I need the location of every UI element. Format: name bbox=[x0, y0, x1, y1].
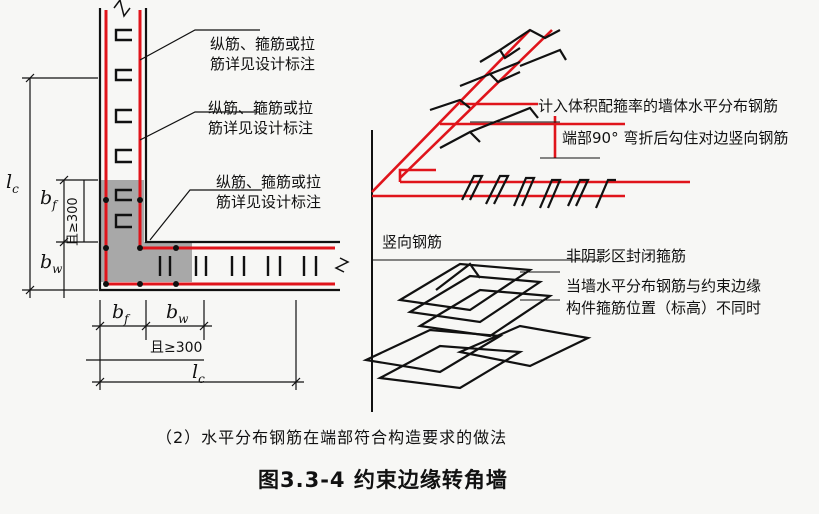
label-closed-stirrup: 非阴影区封闭箍筋 bbox=[566, 247, 687, 265]
note-2-line2: 筋详见设计标注 bbox=[208, 119, 314, 137]
label-note-line1: 当墙水平分布钢筋与约束边缘 bbox=[566, 277, 762, 295]
label-vertical-rebar: 竖向钢筋 bbox=[382, 233, 443, 251]
stirrups-vertical bbox=[114, 28, 132, 229]
label-wall-horizontal-bars: 计入体积配箍率的墙体水平分布钢筋 bbox=[538, 96, 779, 116]
closed-stirrups bbox=[362, 262, 592, 390]
dim-lc-horizontal: lc bbox=[192, 361, 205, 386]
corner-wall-plan bbox=[98, 0, 350, 292]
break-mark-top bbox=[113, 0, 131, 18]
wall-outline-outer bbox=[98, 8, 340, 292]
note-2-line1: 纵筋、箍筋或拉 bbox=[208, 99, 314, 117]
longitudinal-bars bbox=[103, 197, 179, 287]
leader-lines-right bbox=[470, 121, 600, 301]
wall-outline-inner bbox=[144, 8, 340, 244]
dim-min300-vertical: 且≥300 bbox=[66, 197, 81, 246]
stirrups-horizontal bbox=[158, 256, 318, 276]
label-note-line2: 构件箍筋位置（标高）不同时 bbox=[566, 299, 762, 317]
dim-min300-horizontal: 且≥300 bbox=[150, 340, 203, 356]
dim-bf-horizontal: bf bbox=[112, 301, 129, 326]
dim-lc-vertical: lc bbox=[6, 171, 19, 196]
leader-lines-left bbox=[139, 29, 262, 241]
label-end-hook: 端部90° 弯折后勾住对边竖向钢筋 bbox=[562, 128, 789, 148]
dim-bf-vertical: bf bbox=[40, 187, 57, 212]
figure-title: 图3.3-4 约束边缘转角墙 bbox=[258, 468, 508, 492]
lower-tie-hooks bbox=[461, 174, 616, 209]
note-1-line2: 筋详见设计标注 bbox=[210, 55, 316, 73]
isometric-view bbox=[362, 28, 690, 412]
dim-bw-horizontal: bw bbox=[166, 301, 189, 326]
dimension-lines bbox=[22, 73, 304, 390]
figure-subtitle: （2）水平分布钢筋在端部符合构造要求的做法 bbox=[156, 428, 508, 447]
break-mark-right bbox=[334, 257, 350, 273]
note-1-line1: 纵筋、箍筋或拉 bbox=[210, 35, 316, 53]
note-3-line1: 纵筋、箍筋或拉 bbox=[216, 173, 322, 191]
note-3-line2: 筋详见设计标注 bbox=[216, 193, 322, 211]
dim-bw-vertical: bw bbox=[40, 251, 63, 276]
